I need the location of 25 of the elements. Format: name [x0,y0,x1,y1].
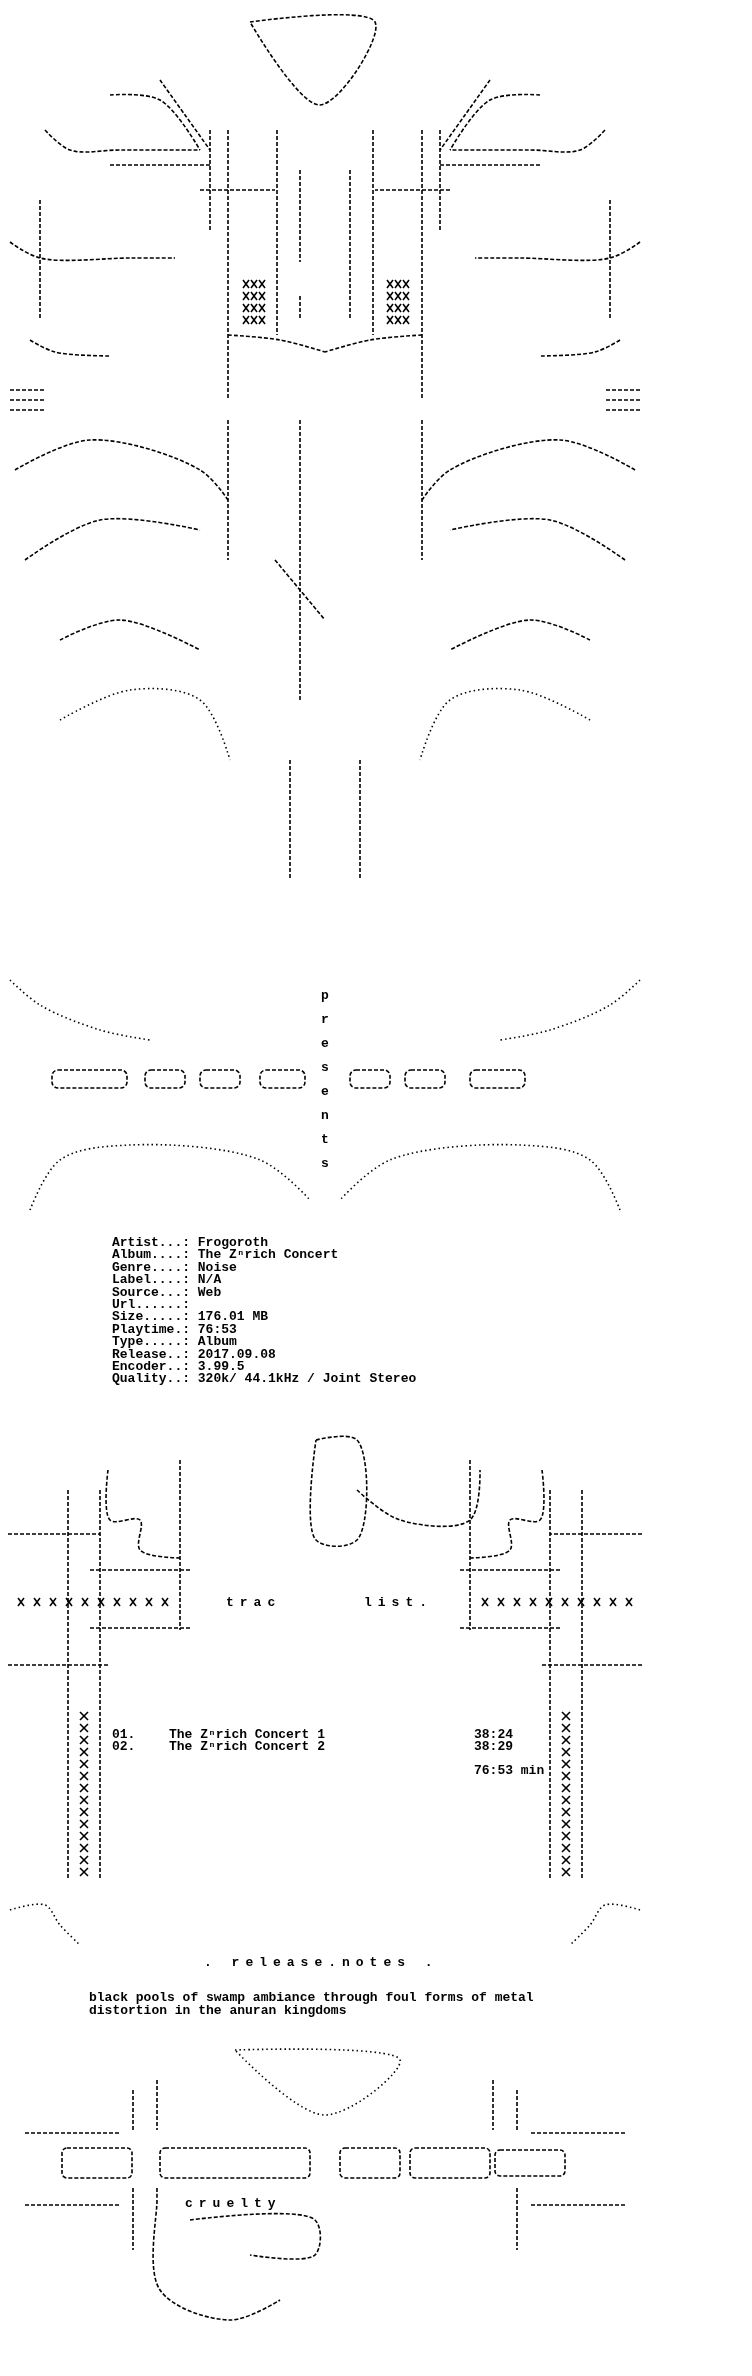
info-line: Encoder..: 3.99.5 [112,1360,245,1373]
track-number: 02. [112,1740,136,1753]
presents-text: presents [321,987,329,1173]
info-line: Quality..: 320k/ 44.1kHz / Joint Stereo [112,1372,417,1386]
info-line: Type.....: Album [112,1335,237,1349]
info-line: Genre....: Noise [112,1260,237,1274]
track-number: 01. [112,1728,136,1741]
section-heading: trac [226,1596,282,1609]
section-heading: list. [364,1596,433,1609]
info-line: Source...: Web [112,1285,222,1299]
track-title: The Zⁿrich Concert 1 [169,1728,326,1741]
release-notes-text: black pools of swamp ambiance through foul forms of metal distortion in the anuran kingdoms [89,1992,535,2017]
info-line: Album....: The Zⁿrich Concert [112,1248,339,1262]
info-line: Size.....: 176.01 MB [112,1310,269,1324]
track-title: The Zⁿrich Concert 2 [169,1740,326,1753]
total-duration: 76:53 min [474,1764,545,1777]
info-line: Playtime.: 76:53 [112,1322,237,1336]
section-heading: . release.notes . [204,1956,439,1969]
subtitle-text: cruelty [185,2197,282,2210]
info-line: Url......: [112,1298,190,1311]
info-line: Release..: 2017.09.08 [112,1347,276,1361]
track-duration: 38:29 [474,1740,513,1753]
info-line: Label....: N/A [112,1273,222,1287]
track-duration: 38:24 [474,1728,513,1741]
info-line: Artist...: Frogoroth [112,1236,269,1249]
